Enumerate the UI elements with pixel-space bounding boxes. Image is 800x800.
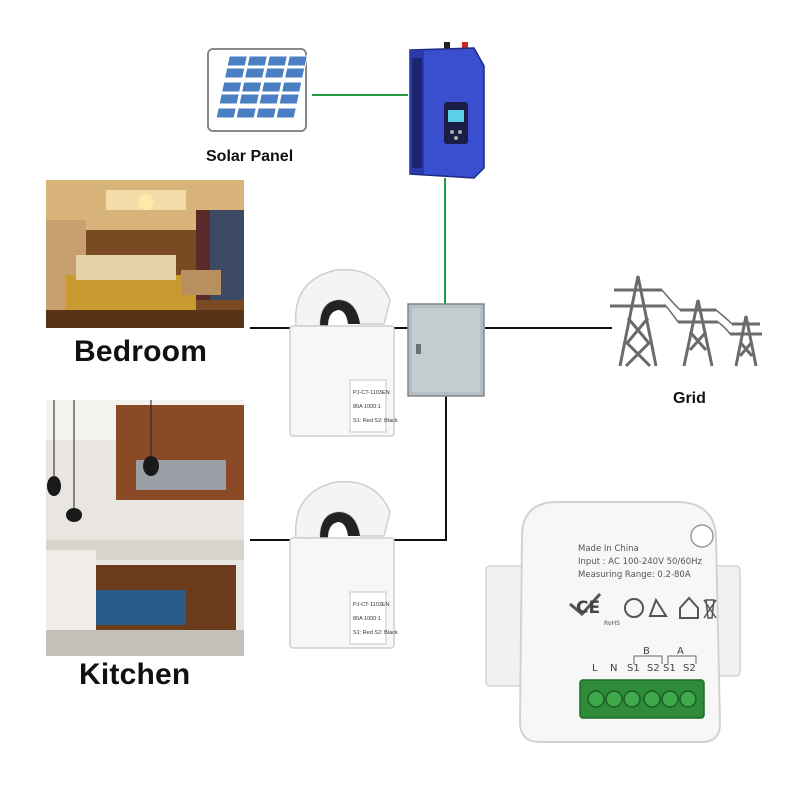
grid-towers-icon bbox=[610, 275, 762, 368]
ct-tag-line1: PJ-CT-1103EN bbox=[353, 390, 390, 396]
ct-tag-line1: PJ-CT-1103EN bbox=[353, 602, 390, 608]
inverter-icon bbox=[409, 42, 485, 179]
terminal-label-s1-b: S1 bbox=[627, 663, 640, 674]
terminal-label-n: N bbox=[610, 663, 618, 674]
ce-mark: CE bbox=[576, 598, 601, 618]
module-input-spec: Input : AC 100-240V 50/60Hz bbox=[578, 557, 702, 567]
bedroom-photo bbox=[46, 180, 244, 328]
group-label-b: B bbox=[643, 646, 650, 657]
ct-clamp-kitchen: PJ-CT-1103EN 80A 1000:1 S1: Red S2: Blac… bbox=[289, 480, 398, 649]
distribution-box-icon bbox=[407, 303, 485, 397]
terminal-label-s1-a: S1 bbox=[663, 663, 676, 674]
ct-tag-line3: S1: Red S2: Black bbox=[353, 630, 398, 636]
ct-clamp-bedroom: PJ-CT-1103EN 80A 1000:1 S1: Red S2: Blac… bbox=[289, 268, 398, 437]
module-measuring-range: Measuring Range: 0.2-80A bbox=[578, 570, 691, 580]
terminal-label-l: L bbox=[592, 663, 598, 674]
kitchen-label: Kitchen bbox=[79, 658, 191, 691]
module-made-in: Made In China bbox=[578, 544, 639, 554]
bedroom-label: Bedroom bbox=[74, 335, 208, 368]
solar-panel-label: Solar Panel bbox=[206, 148, 294, 165]
kitchen-photo bbox=[46, 400, 244, 656]
ct-tag-line2: 80A 1000:1 bbox=[353, 616, 381, 622]
terminal-label-s2-b: S2 bbox=[647, 663, 660, 674]
ct-tag-line3: S1: Red S2: Black bbox=[353, 418, 398, 424]
energy-meter-module-icon bbox=[485, 501, 741, 743]
grid-label: Grid bbox=[673, 390, 706, 407]
rohs-mark: RoHS bbox=[604, 620, 620, 627]
group-label-a: A bbox=[677, 646, 684, 657]
ct-tag-line2: 80A 1000:1 bbox=[353, 404, 381, 410]
terminal-label-s2-a: S2 bbox=[683, 663, 696, 674]
solar-panel-icon bbox=[207, 48, 307, 132]
